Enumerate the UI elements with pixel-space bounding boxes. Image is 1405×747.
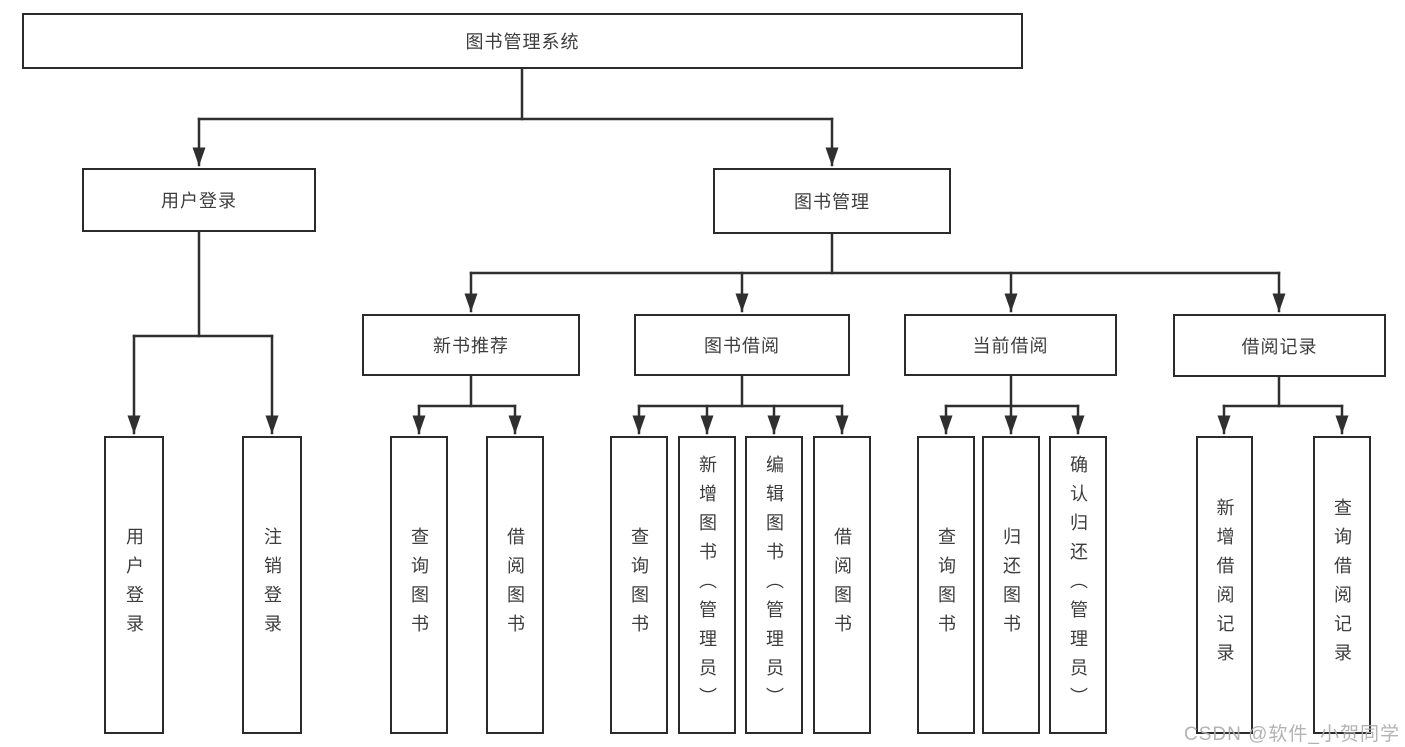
leaf-label: 注销登录 — [262, 527, 282, 643]
node-book-management: 图书管理 — [713, 168, 951, 234]
leaf-records-query-borrow-record: 查询借阅记录 — [1313, 436, 1371, 734]
leaf-label: 查询图书 — [629, 527, 649, 643]
csdn-watermark: CSDN @软件_小贺同学 — [1184, 724, 1400, 745]
node-library-management-system: 图书管理系统 — [22, 13, 1023, 69]
leaf-label: 查询借阅记录 — [1332, 498, 1352, 672]
leaf-label: 新增图书（管理员） — [697, 454, 717, 716]
node-current-borrow: 当前借阅 — [904, 314, 1117, 376]
leaf-label: 确认归还（管理员） — [1068, 454, 1088, 716]
node-borrow-records: 借阅记录 — [1173, 314, 1386, 377]
leaf-label: 借阅图书 — [505, 527, 525, 643]
leaf-label: 查询图书 — [409, 527, 429, 643]
node-user-login: 用户登录 — [82, 168, 316, 232]
node-book-borrow: 图书借阅 — [634, 314, 850, 376]
leaf-borrow-add-book-admin: 新增图书（管理员） — [678, 436, 736, 734]
leaf-label: 查询图书 — [936, 527, 956, 643]
leaf-borrow-borrow-book: 借阅图书 — [813, 436, 871, 734]
leaf-label: 新增借阅记录 — [1214, 498, 1235, 672]
leaf-recommend-query-book: 查询图书 — [390, 436, 448, 734]
leaf-label: 编辑图书（管理员） — [764, 454, 784, 716]
leaf-recommend-borrow-book: 借阅图书 — [486, 436, 544, 734]
leaf-current-confirm-return-admin: 确认归还（管理员） — [1049, 436, 1107, 734]
leaf-borrow-query-book: 查询图书 — [610, 436, 668, 734]
leaf-current-query-book: 查询图书 — [917, 436, 975, 734]
leaf-current-return-book: 归还图书 — [982, 436, 1040, 734]
node-new-book-recommend: 新书推荐 — [362, 314, 580, 376]
leaf-records-add-borrow-record: 新增借阅记录 — [1196, 436, 1253, 734]
leaf-label: 归还图书 — [1001, 527, 1021, 643]
leaf-logout: 注销登录 — [242, 436, 302, 734]
leaf-label: 借阅图书 — [832, 527, 852, 643]
leaf-label: 用户登录 — [124, 527, 144, 643]
leaf-user-login: 用户登录 — [104, 436, 164, 734]
leaf-borrow-edit-book-admin: 编辑图书（管理员） — [745, 436, 803, 734]
